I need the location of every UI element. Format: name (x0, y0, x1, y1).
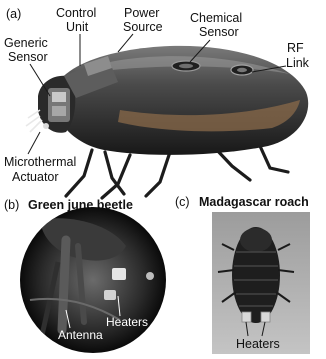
panel-a: (a) (4, 6, 310, 198)
power-source-leader (118, 34, 133, 52)
heaters-label-b: Heaters (106, 315, 148, 329)
panel-c-caption: Madagascar roach (199, 195, 309, 209)
power-source-label-line2: Source (123, 20, 163, 34)
heaters-label-c: Heaters (236, 337, 280, 351)
rf-link-label-line1: RF (287, 41, 304, 55)
microthermal-actuator-label-line2: Actuator (12, 170, 59, 184)
microthermal-actuator-label-line1: Microthermal (4, 155, 76, 169)
panel-b-label: (b) (4, 198, 19, 212)
chemical-sensor-label-line1: Chemical (190, 11, 242, 25)
panel-c-label: (c) (175, 195, 190, 209)
panel-b: (b) Green june beetle Heaters Antenna (4, 198, 166, 353)
microthermal-actuator-leader (28, 132, 40, 154)
rf-link-label-line2: Link (286, 56, 310, 70)
control-unit-label-line2: Unit (66, 20, 89, 34)
panel-a-label: (a) (6, 7, 21, 21)
control-unit-label-line1: Control (56, 6, 96, 20)
generic-sensor-label-line1: Generic (4, 36, 48, 50)
antenna-label: Antenna (58, 328, 103, 342)
power-source-label-line1: Power (124, 6, 159, 20)
beetle-body (26, 46, 308, 155)
panel-c: (c) Madagascar roach Heaters (175, 195, 310, 354)
chemical-sensor-label-line2: Sensor (199, 25, 239, 39)
generic-sensor-label-line2: Sensor (8, 50, 48, 64)
